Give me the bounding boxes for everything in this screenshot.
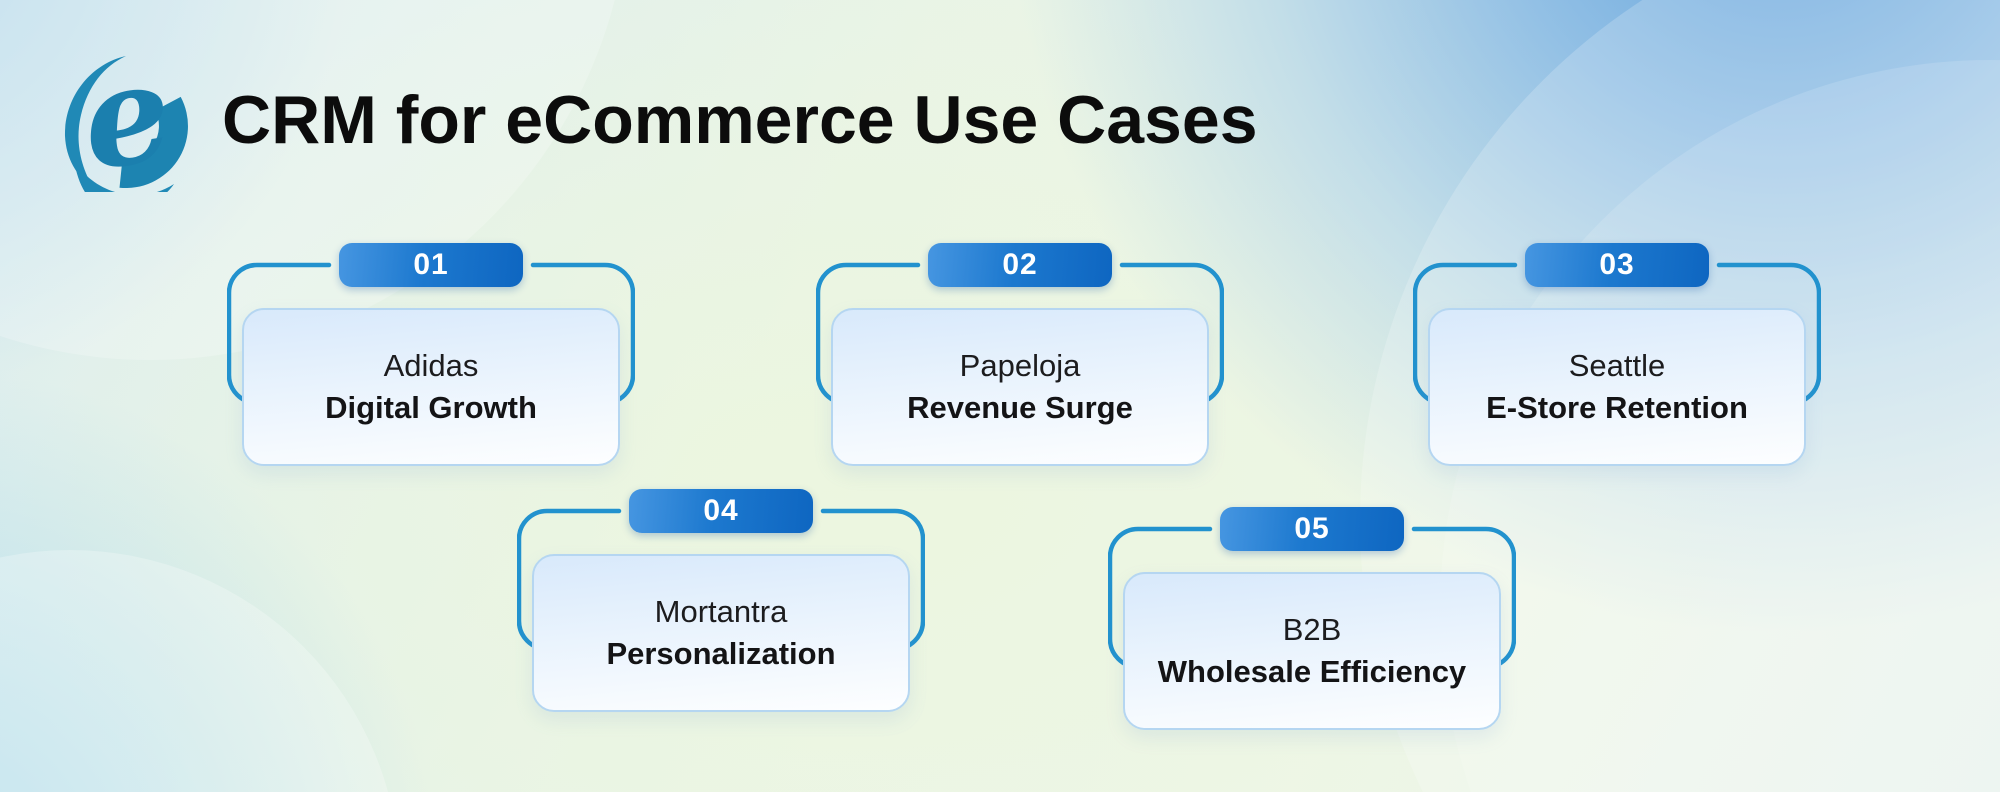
use-case-card: Papeloja Revenue Surge 02 xyxy=(816,243,1224,466)
card-body: Seattle E-Store Retention xyxy=(1428,308,1806,466)
card-company: Seattle xyxy=(1568,348,1666,384)
card-use-case: Revenue Surge xyxy=(907,389,1133,425)
card-body: B2B Wholesale Efficiency xyxy=(1123,572,1501,730)
number-badge: 03 xyxy=(1525,243,1709,287)
number-badge: 05 xyxy=(1220,507,1404,551)
use-case-card: Mortantra Personalization 04 xyxy=(517,489,925,712)
card-company: Mortantra xyxy=(654,594,788,630)
card-company: Adidas xyxy=(383,348,479,384)
card-use-case: Wholesale Efficiency xyxy=(1157,653,1467,689)
number-badge: 01 xyxy=(339,243,523,287)
card-company: Papeloja xyxy=(959,348,1081,384)
use-case-card: B2B Wholesale Efficiency 05 xyxy=(1108,507,1516,730)
card-body: Papeloja Revenue Surge xyxy=(831,308,1209,466)
card-use-case: E-Store Retention xyxy=(1486,389,1748,425)
number-badge: 04 xyxy=(629,489,813,533)
page-title: CRM for eCommerce Use Cases xyxy=(222,82,1258,158)
card-use-case: Personalization xyxy=(606,635,836,671)
svg-text:e: e xyxy=(73,52,181,192)
e-globe-logo-icon: e xyxy=(64,52,188,192)
card-use-case: Digital Growth xyxy=(325,389,537,425)
card-body: Mortantra Personalization xyxy=(532,554,910,712)
card-company: B2B xyxy=(1282,612,1342,648)
number-badge: 02 xyxy=(928,243,1112,287)
background-circle xyxy=(0,550,400,792)
card-body: Adidas Digital Growth xyxy=(242,308,620,466)
use-case-card: Adidas Digital Growth 01 xyxy=(227,243,635,466)
use-case-card: Seattle E-Store Retention 03 xyxy=(1413,243,1821,466)
